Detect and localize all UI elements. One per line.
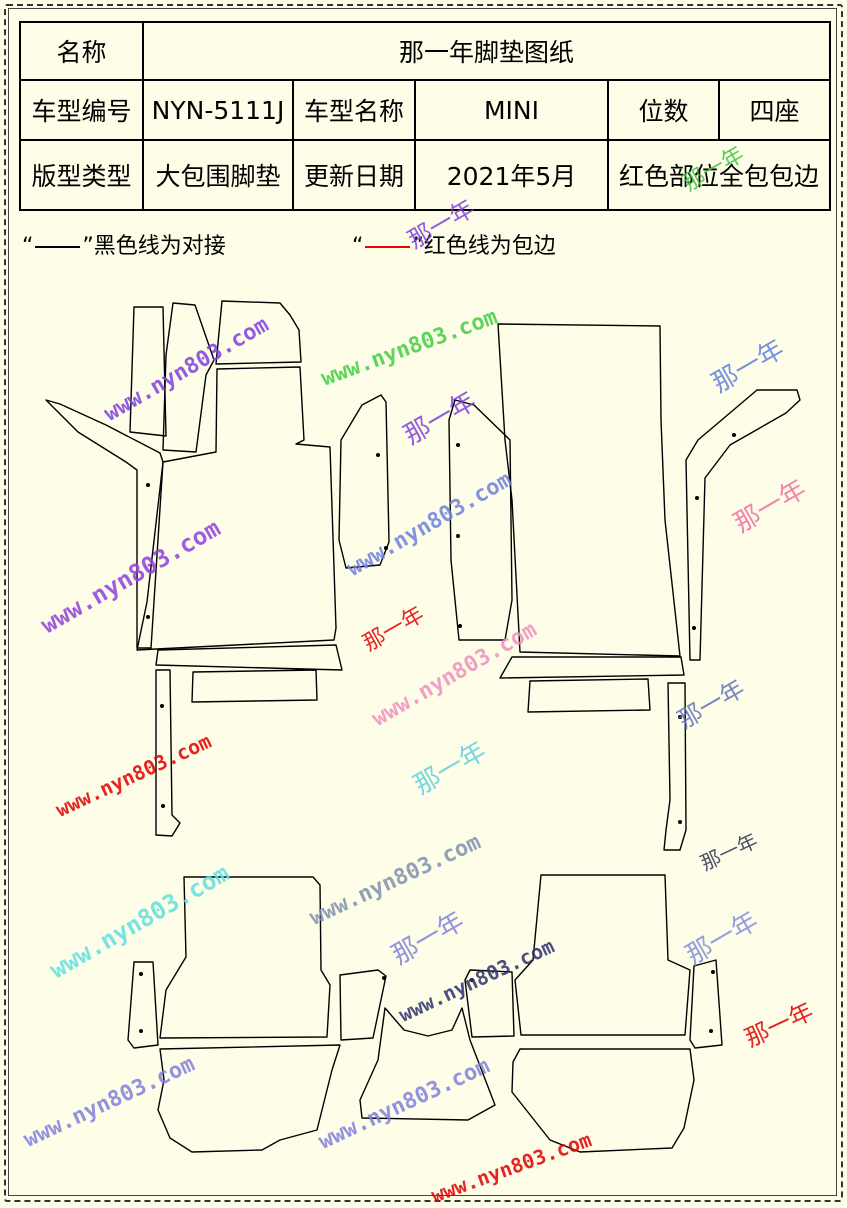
- mat-piece: [499, 656, 685, 679]
- mat-piece: [685, 389, 801, 661]
- mat-piece: [155, 669, 181, 837]
- mat-piece: [157, 1044, 341, 1153]
- mat-piece: [464, 969, 515, 1038]
- mat-piece: [497, 323, 681, 657]
- label-seats: 位数: [607, 79, 720, 141]
- mat-piece: [162, 302, 215, 453]
- hole-markers: [139, 433, 736, 1033]
- label-model-code: 车型编号: [19, 79, 144, 141]
- spec-table: 名称 那一年脚垫图纸 车型编号 NYN-5111J 车型名称 MINI 位数 四…: [19, 21, 832, 211]
- mat-piece: [215, 300, 302, 365]
- mat-piece: [689, 959, 723, 1049]
- mat-piece: [514, 874, 691, 1036]
- value-name: 那一年脚垫图纸: [141, 21, 832, 81]
- mat-piece: [511, 1048, 695, 1153]
- value-seats: 四座: [717, 79, 832, 141]
- mat-piece: [359, 1007, 496, 1121]
- mat-piece: [339, 969, 387, 1041]
- mat-piece: [191, 669, 318, 703]
- legend-black-line: [35, 246, 81, 248]
- legend-black: “”黑色线为对接: [22, 234, 226, 259]
- label-name: 名称: [19, 21, 144, 81]
- mat-piece: [448, 399, 513, 641]
- mat-piece: [663, 682, 687, 851]
- page-inner-border: [8, 8, 837, 1196]
- mat-piece: [127, 961, 159, 1049]
- mat-piece: [527, 678, 651, 713]
- label-update-date: 更新日期: [292, 139, 416, 211]
- value-model-code: NYN-5111J: [142, 79, 294, 141]
- mat-piece: [338, 394, 390, 569]
- label-model-name: 车型名称: [292, 79, 416, 141]
- value-update-date: 2021年5月: [414, 139, 609, 211]
- legend-red-line: [365, 246, 411, 248]
- label-pattern-type: 版型类型: [19, 139, 144, 211]
- value-pattern-type: 大包围脚垫: [142, 139, 294, 211]
- legend-red: “”红色线为包边: [352, 234, 556, 259]
- mat-piece: [155, 644, 343, 671]
- mat-piece: [159, 876, 331, 1039]
- mat-piece: [129, 306, 167, 437]
- mat-piece: [136, 366, 337, 651]
- value-edge-note: 红色部位全包包边: [606, 139, 832, 211]
- page-border: [4, 4, 843, 1202]
- mat-piece: [45, 399, 164, 649]
- value-model-name: MINI: [414, 79, 609, 141]
